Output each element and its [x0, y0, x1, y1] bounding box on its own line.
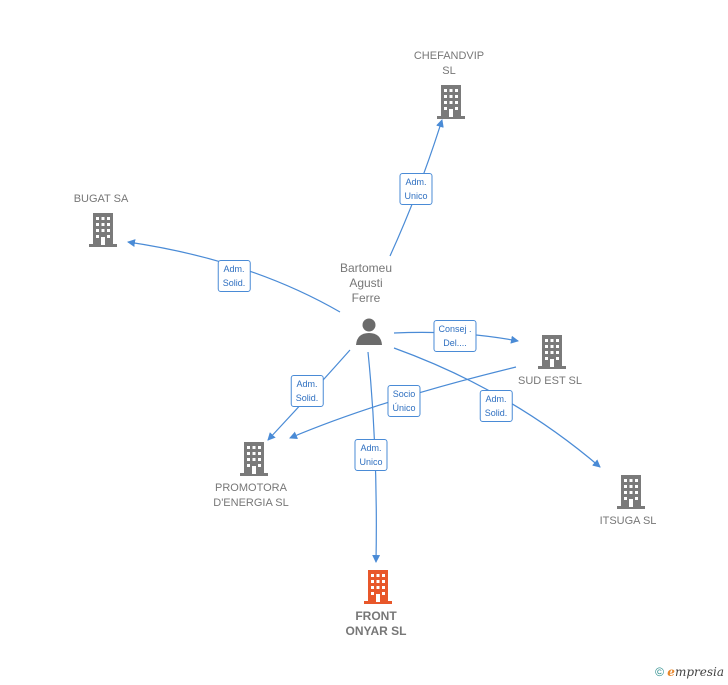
company-name-bugat[interactable]: BUGAT SA — [73, 193, 129, 205]
edge-label-chefandvip[interactable]: Adm. Unico — [399, 173, 433, 205]
edge-label-sud-est[interactable]: Consej . Del.... — [433, 320, 477, 352]
building-icon[interactable] — [88, 213, 118, 247]
company-name-front-onyar[interactable]: FRONT ONYAR SL — [345, 609, 407, 638]
person-icon[interactable] — [354, 316, 384, 346]
building-icon[interactable] — [436, 85, 466, 119]
edge-label-bugat[interactable]: Adm. Solid. — [217, 260, 251, 292]
edge-label-front-onyar[interactable]: Adm. Unico — [354, 439, 388, 471]
edge-label-promotora[interactable]: Adm. Solid. — [290, 375, 324, 407]
building-icon[interactable] — [537, 335, 567, 369]
building-icon[interactable] — [239, 442, 269, 476]
empresia-watermark: © empresia — [655, 665, 724, 679]
building-icon[interactable] — [616, 475, 646, 509]
company-name-chefandvip[interactable]: CHEFANDVIP SL — [413, 50, 485, 77]
edge-label-itsuga[interactable]: Adm. Solid. — [479, 390, 513, 422]
building-icon[interactable] — [363, 570, 393, 604]
edge-label-sud-est-promotora[interactable]: Socio Único — [387, 385, 421, 417]
company-name-itsuga[interactable]: ITSUGA SL — [599, 515, 657, 527]
brand-logo: empresia — [667, 665, 724, 679]
company-name-promotora[interactable]: PROMOTORA D'ENERGIA SL — [213, 482, 289, 509]
company-name-sud-est[interactable]: SUD EST SL — [518, 375, 582, 387]
copyright-icon: © — [655, 665, 664, 679]
person-name[interactable]: Bartomeu Agusti Ferre — [339, 261, 393, 305]
